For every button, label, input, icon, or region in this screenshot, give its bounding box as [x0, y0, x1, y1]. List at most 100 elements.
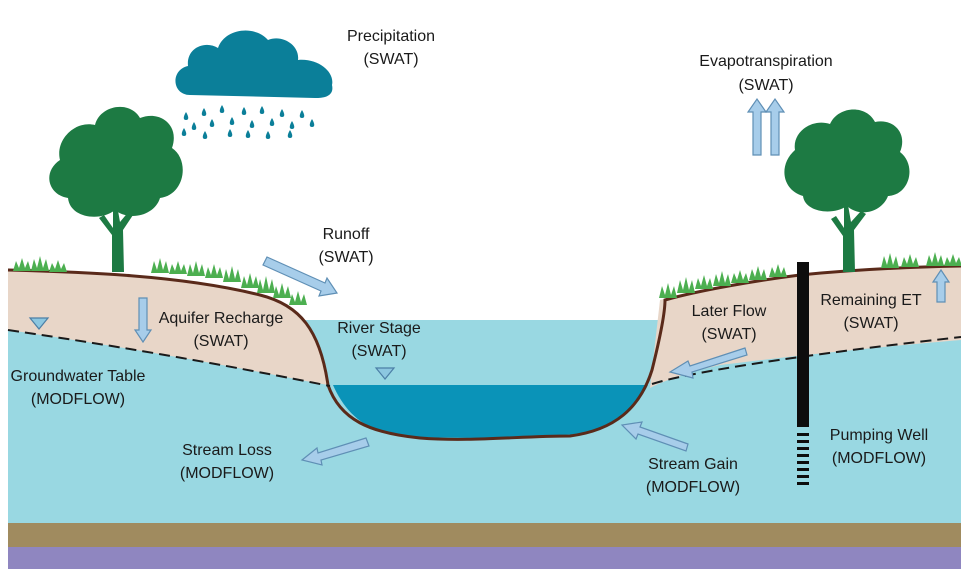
bedrock-layer — [8, 523, 961, 547]
rain-drop — [245, 130, 251, 138]
grass-tuft — [677, 277, 695, 293]
runoff-model: (SWAT) — [318, 249, 373, 266]
grass-tuft — [695, 275, 713, 289]
remaining-et-arrow — [931, 268, 951, 303]
aquifer-recharge-label: Aquifer Recharge (SWAT) — [159, 310, 284, 350]
grass-tuft — [944, 254, 961, 266]
grass-tuft — [241, 273, 259, 288]
later-flow-arrow — [668, 347, 748, 379]
grass-tuft — [731, 270, 749, 283]
grass-tuft — [223, 266, 241, 282]
grass-tuft — [749, 266, 767, 280]
stream-gain-arrow — [620, 421, 689, 452]
runoff-name: Runoff — [323, 226, 370, 243]
inverted-triangle-icon — [28, 317, 50, 330]
stream-loss-name: Stream Loss — [182, 442, 272, 459]
grass-tuft — [151, 258, 169, 273]
later-flow-name: Later Flow — [692, 303, 767, 320]
evapotranspiration-model: (SWAT) — [738, 77, 793, 94]
pumping-well-icon — [797, 262, 809, 485]
rain-drop — [241, 107, 247, 115]
rain-drops — [181, 105, 315, 139]
runoff-label: Runoff (SWAT) — [318, 226, 373, 266]
rain-drop — [181, 128, 187, 136]
grass-tuft — [49, 260, 67, 272]
evapotranspiration-arrow-right — [764, 97, 786, 156]
rain-drop — [183, 112, 189, 120]
rain-drop — [249, 120, 255, 128]
rain-drop — [191, 122, 197, 130]
precipitation-name: Precipitation — [347, 28, 435, 45]
inverted-triangle-icon — [374, 367, 396, 380]
groundwater-table-model: (MODFLOW) — [31, 391, 125, 408]
rain-drop — [202, 131, 208, 139]
rain-drop — [219, 105, 225, 113]
grass-tuft — [926, 252, 944, 266]
aquifer-recharge-arrow — [133, 297, 153, 344]
rain-drop — [209, 119, 215, 127]
river-water — [333, 385, 648, 438]
aquifer-recharge-model: (SWAT) — [193, 333, 248, 350]
grass-tuft — [901, 254, 919, 267]
river-stage-label: River Stage (SWAT) — [337, 320, 421, 360]
rain-drop — [287, 130, 293, 138]
channel-bed-line — [7, 264, 961, 441]
soil-left — [8, 270, 328, 385]
stream-loss-label: Stream Loss (MODFLOW) — [180, 442, 274, 482]
evapotranspiration-arrow-left — [746, 97, 768, 156]
rain-drop — [259, 106, 265, 114]
pumping-well-model: (MODFLOW) — [832, 450, 926, 467]
tree-icon — [49, 106, 183, 272]
grass-tuft — [169, 261, 187, 274]
grass-tuft — [257, 276, 275, 293]
aquifer-recharge-name: Aquifer Recharge — [159, 310, 284, 327]
rain-drop — [299, 110, 305, 118]
river-stage-model: (SWAT) — [351, 343, 406, 360]
remaining-et-label: Remaining ET (SWAT) — [820, 292, 922, 332]
base-layer — [8, 547, 961, 569]
river-stage-name: River Stage — [337, 320, 421, 337]
rain-drop — [201, 108, 207, 116]
grass-tuft — [205, 264, 223, 278]
grass-tuft — [713, 271, 731, 286]
stream-gain-model: (MODFLOW) — [646, 479, 740, 496]
rain-drop — [269, 118, 275, 126]
rain-drop — [265, 131, 271, 139]
groundwater-table-label: Groundwater Table (MODFLOW) — [11, 368, 146, 408]
precipitation-model: (SWAT) — [363, 51, 418, 68]
runoff-arrow — [262, 256, 339, 297]
tree-icon — [784, 109, 910, 272]
stream-gain-name: Stream Gain — [648, 456, 738, 473]
grass-tuft — [881, 253, 899, 268]
stream-loss-model: (MODFLOW) — [180, 465, 274, 482]
rain-drop — [227, 129, 233, 137]
rain-drop — [279, 109, 285, 117]
evapotranspiration-label: Evapotranspiration (SWAT) — [699, 53, 832, 94]
groundwater-table-name: Groundwater Table — [11, 368, 146, 385]
grass-tuft — [659, 283, 677, 298]
remaining-et-name: Remaining ET — [820, 292, 922, 309]
water-table-right — [651, 336, 961, 385]
water-table-left — [7, 329, 331, 387]
precipitation-label: Precipitation (SWAT) — [347, 28, 435, 68]
cloud-icon — [175, 30, 333, 98]
grass-tuft — [187, 261, 205, 276]
rain-drop — [229, 117, 235, 125]
grass-tuft — [273, 283, 291, 298]
rain-drop — [289, 121, 295, 129]
grass-tuft — [289, 291, 307, 305]
rain-drop — [309, 119, 315, 127]
grass-right — [659, 252, 961, 298]
pumping-well-name: Pumping Well — [830, 427, 928, 444]
later-flow-model: (SWAT) — [701, 326, 756, 343]
stream-gain-label: Stream Gain (MODFLOW) — [646, 456, 740, 496]
stream-loss-arrow — [300, 437, 370, 466]
later-flow-label: Later Flow (SWAT) — [692, 303, 767, 343]
evapotranspiration-name: Evapotranspiration — [699, 53, 832, 70]
grass-left — [13, 256, 307, 305]
grass-tuft — [769, 264, 787, 277]
remaining-et-model: (SWAT) — [843, 315, 898, 332]
pumping-well-label: Pumping Well (MODFLOW) — [830, 427, 928, 467]
